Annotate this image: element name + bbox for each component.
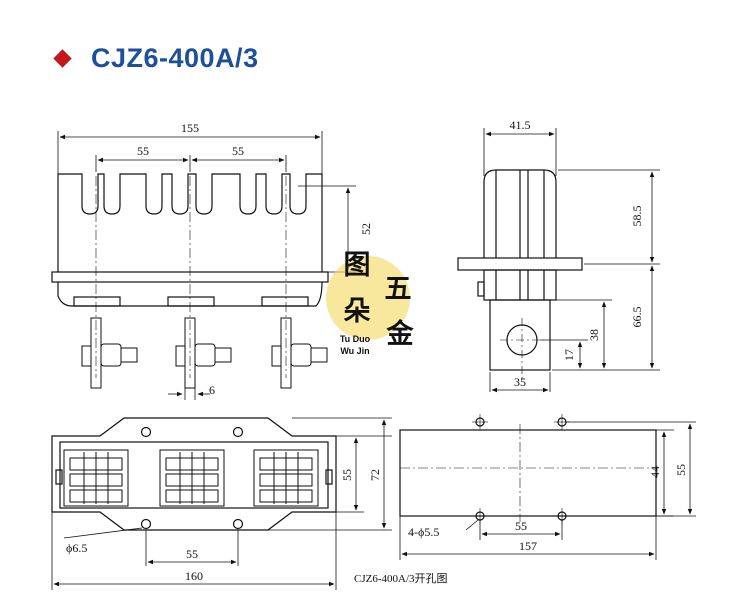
- title-row: CJZ6-400A/3: [53, 38, 259, 78]
- watermark-char-2: 朵: [344, 296, 371, 327]
- dim-panel-height-outer: 55: [674, 464, 688, 476]
- panel-cutout-caption: CJZ6-400A/3开孔图: [354, 572, 448, 585]
- dim-front-width: 155: [181, 121, 199, 135]
- watermark-logo: 图 五 朵 金 Tu Duo Wu Jin: [326, 250, 415, 356]
- watermark-char-4: 金: [386, 318, 415, 350]
- dim-panel-pitch: 55: [515, 519, 527, 533]
- dim-side-lower: 66.5: [630, 307, 644, 328]
- dim-panel-height-inner: 44: [648, 466, 662, 478]
- dim-bottom-hole-dia: ϕ6.5: [66, 541, 87, 555]
- dim-front-tab: 6: [209, 383, 215, 397]
- dim-side-tab-width: 35: [514, 375, 526, 389]
- dim-side-width: 41.5: [510, 118, 531, 132]
- front-view: [51, 131, 356, 400]
- dim-front-pitch-right: 55: [232, 144, 244, 158]
- watermark-char-3: 五: [385, 274, 412, 305]
- dim-panel-width: 157: [519, 539, 537, 553]
- plan-view: [51, 417, 392, 590]
- dim-side-upper: 58.5: [630, 206, 644, 227]
- dim-bottom-pitch: 55: [186, 547, 198, 561]
- dim-bottom-height-outer: 72: [368, 469, 382, 481]
- page-title: CJZ6-400A/3: [91, 42, 259, 73]
- watermark-line-1: Tu Duo: [340, 334, 371, 344]
- watermark-char-1: 图: [344, 250, 371, 281]
- watermark-line-2: Wu Jin: [340, 346, 369, 356]
- dim-side-hole-17: 17: [562, 349, 576, 361]
- dim-bottom-height-inner: 55: [340, 469, 354, 481]
- panel-cutout-view: [399, 414, 696, 560]
- dim-front-pitch-left: 55: [137, 144, 149, 158]
- dim-front-slot-height: 52: [359, 223, 373, 235]
- dim-panel-holes: 4-ϕ5.5: [408, 525, 439, 539]
- dim-side-hole-38: 38: [587, 329, 601, 341]
- dim-bottom-width: 160: [185, 569, 203, 583]
- side-view: [457, 128, 660, 393]
